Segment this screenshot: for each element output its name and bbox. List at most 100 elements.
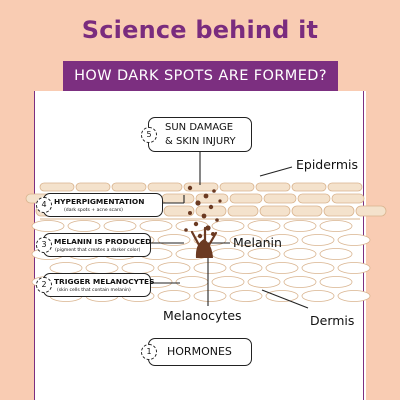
banner-heading: HOW DARK SPOTS ARE FORMED?: [63, 61, 338, 91]
dermis-cell: [211, 276, 245, 288]
label-dermis: Dermis: [310, 313, 355, 328]
dermis-cell: [157, 262, 191, 274]
epidermis-cell: [291, 205, 323, 217]
epidermis-cell: [327, 182, 363, 192]
melanin-dot: [201, 213, 207, 219]
label-epidermis: Epidermis: [296, 157, 359, 172]
label-melanin: Melanin: [233, 235, 282, 250]
panel-border: [34, 91, 364, 400]
step-title-line-2: & SKIN INJURY: [165, 136, 236, 147]
dermis-cell: [283, 220, 317, 232]
dermis-cell: [175, 276, 209, 288]
connector-lines: [150, 152, 309, 309]
epidermis-cell: [263, 193, 297, 204]
dermis-cell: [301, 234, 335, 246]
melanin-dot: [195, 200, 201, 206]
dermis-cell: [229, 262, 263, 274]
step-title-line-1: SUN DAMAGE: [165, 122, 234, 133]
epidermis-cell: [147, 182, 183, 192]
dermis-cell: [265, 234, 299, 246]
melanin-dot: [203, 193, 209, 199]
page-title: Science behind it: [81, 16, 319, 44]
dermis-cell: [301, 262, 335, 274]
melanin-dot: [208, 204, 214, 210]
step-melanin-produced-box: 3 MELANIN IS PRODUCED (pigment that crea…: [36, 233, 152, 257]
step-number-1: 1: [141, 344, 157, 360]
dermis-cell: [319, 276, 353, 288]
epidermis-cell: [111, 182, 147, 192]
melanin-dot: [184, 228, 188, 232]
dermis-cell: [337, 234, 371, 246]
dermis-cell: [157, 290, 191, 302]
dermis-cell: [265, 262, 299, 274]
step-subtitle: (pigment that creates a darker color): [55, 248, 141, 253]
connector-epidermis: [259, 166, 293, 177]
melanin-dot: [218, 199, 222, 203]
dermis-cell: [283, 248, 317, 260]
melanocyte-cell: [190, 226, 218, 258]
epidermis-cell: [39, 182, 75, 192]
epidermis-cell: [229, 193, 263, 204]
dermis-cell: [265, 290, 299, 302]
melanin-dot: [188, 211, 192, 215]
step-number-4: 4: [36, 197, 52, 213]
dermis-cell: [67, 220, 101, 232]
epidermis-cell: [291, 182, 327, 192]
epidermis-cell: [195, 193, 229, 204]
dermis-cell: [247, 276, 281, 288]
step-subtitle: (dark spots + acne scars): [64, 208, 123, 213]
dermis-cell: [319, 220, 353, 232]
dermis-cell: [211, 248, 245, 260]
dermis-cell: [337, 262, 371, 274]
dermis-cell: [175, 220, 209, 232]
step-number-5: 5: [141, 126, 157, 143]
dermis-cell: [157, 234, 191, 246]
dermis-cell: [103, 220, 137, 232]
epidermis-cell: [161, 193, 195, 204]
epidermis-cell: [355, 205, 387, 217]
dermis-cell: [229, 234, 263, 246]
dermis-cell: [229, 290, 263, 302]
dermis-cell: [301, 290, 335, 302]
melanin-dot: [212, 189, 216, 193]
epidermis-cell: [75, 182, 111, 192]
dermis-cell: [121, 262, 155, 274]
step-title: HYPERPIGMENTATION: [54, 197, 145, 206]
epidermis-cell: [227, 205, 259, 217]
melanin-dot: [193, 221, 199, 227]
step-title: TRIGGER MELANOCYTES: [54, 277, 155, 286]
melanin-dot: [205, 225, 211, 231]
step-subtitle: (skin cells that contain melanin): [57, 288, 131, 293]
dermis-cell: [319, 248, 353, 260]
dermis-cell: [49, 262, 83, 274]
dermis-cell: [193, 262, 227, 274]
step-hyperpigmentation-box: 4 HYPERPIGMENTATION (dark spots + acne s…: [36, 193, 163, 217]
label-melanocytes: Melanocytes: [163, 308, 242, 323]
dermis-cell: [211, 220, 245, 232]
dermis-cell: [31, 220, 65, 232]
dermis-cell: [139, 220, 173, 232]
melanin-dot: [197, 233, 203, 239]
dermis-cell: [247, 220, 281, 232]
step-hormones-box: 1 HORMONES: [141, 338, 252, 366]
melanin-dot: [215, 218, 219, 222]
step-number-2: 2: [36, 277, 52, 293]
epidermis-cell: [297, 193, 331, 204]
dermis-cell: [247, 248, 281, 260]
epidermis-cell: [255, 182, 291, 192]
dermis-cell: [85, 262, 119, 274]
epidermis-cell: [331, 193, 365, 204]
step-trigger-melanocytes-box: 2 TRIGGER MELANOCYTES (skin cells that c…: [36, 273, 155, 297]
melanin-dot: [187, 185, 193, 191]
step-number-3: 3: [36, 237, 52, 253]
epidermis-cell: [183, 182, 219, 192]
epidermis-cell: [323, 205, 355, 217]
dermis-cell: [337, 290, 371, 302]
epidermis-cell: [219, 182, 255, 192]
epidermis-cell: [163, 205, 195, 217]
epidermis-cell: [259, 205, 291, 217]
dermis-cell: [283, 276, 317, 288]
step-sun-damage-box: 5 SUN DAMAGE & SKIN INJURY: [141, 117, 252, 152]
step-title: MELANIN IS PRODUCED: [54, 237, 152, 246]
dermis-cell: [193, 290, 227, 302]
